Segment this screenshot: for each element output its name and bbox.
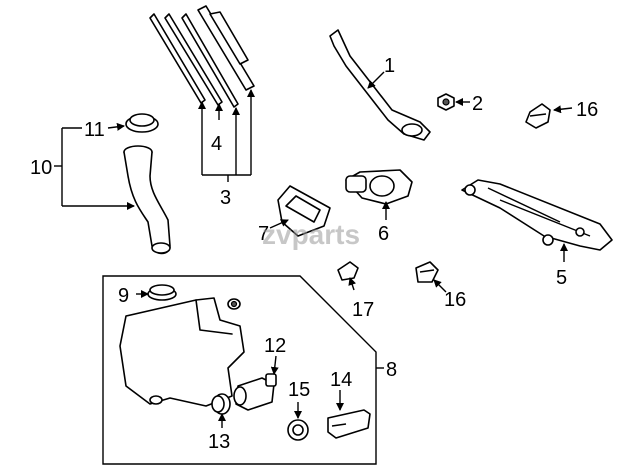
callout-12: 12	[264, 335, 286, 357]
callout-17: 17	[352, 299, 374, 321]
callout-1: 1	[384, 55, 395, 77]
nut	[437, 93, 455, 111]
callout-10-11-bracket	[54, 122, 135, 210]
washer-pump	[233, 373, 277, 411]
washer-reservoir	[119, 297, 245, 407]
callout-15: 15	[288, 379, 310, 401]
callout-2: 2	[472, 93, 483, 115]
watermark-logo: zvparts	[262, 219, 360, 250]
washer-filler-neck	[123, 145, 171, 255]
wiper-arm	[329, 29, 431, 141]
sensor-seal	[287, 419, 309, 441]
callout-3: 3	[220, 187, 231, 209]
callout-9: 9	[118, 285, 129, 307]
callout-16-top: 16	[576, 99, 598, 121]
filler-cap	[125, 113, 159, 133]
callout-6: 6	[378, 223, 389, 245]
callout-11: 11	[84, 119, 105, 141]
callout-7: 7	[258, 223, 269, 245]
callout-8: 8	[386, 359, 397, 381]
reservoir-assembly-box	[102, 275, 377, 465]
callout-4-3-leader	[198, 89, 255, 182]
callout-10: 10	[30, 157, 52, 179]
level-sensor	[327, 409, 371, 439]
callout-16-lower: 16	[444, 289, 466, 311]
clip-top	[525, 103, 551, 129]
wiper-linkage	[461, 179, 613, 251]
reservoir-seal	[147, 284, 177, 301]
callout-5: 5	[556, 267, 567, 289]
callout-16-lower-leader	[433, 279, 447, 293]
callout-1-leader	[367, 71, 385, 89]
callout-12-leader	[270, 355, 279, 375]
wiper-blades	[149, 5, 255, 108]
callout-14: 14	[330, 369, 352, 391]
callout-13: 13	[208, 431, 230, 453]
callout-4: 4	[211, 133, 222, 155]
callout-17-leader	[348, 277, 357, 291]
pump-grommet	[211, 393, 231, 415]
wiper-motor	[345, 169, 413, 205]
callout-7-leader	[269, 219, 289, 229]
callout-16-top-leader	[553, 105, 573, 114]
clip-lower	[415, 261, 439, 283]
hose-joint	[337, 261, 359, 281]
